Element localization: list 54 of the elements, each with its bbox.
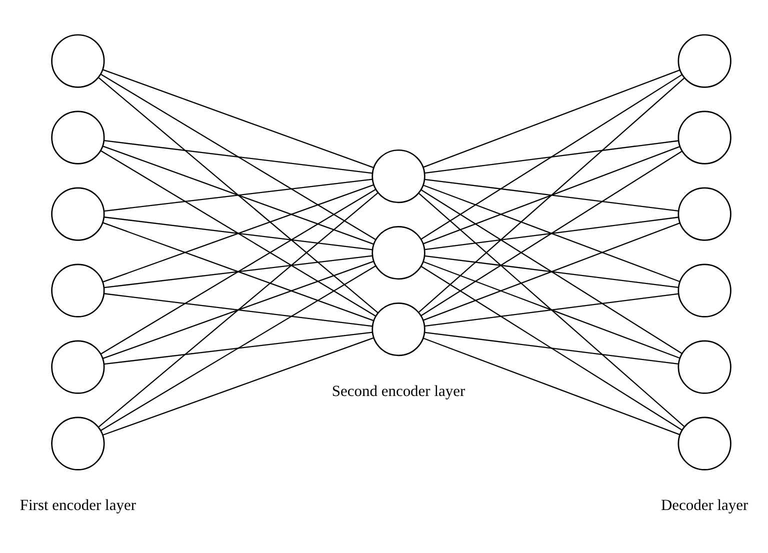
connector	[102, 145, 374, 244]
node-circle	[678, 186, 732, 240]
node-circle	[372, 302, 426, 356]
label: Second encoder layer	[332, 382, 466, 400]
label: Decoder layer	[660, 496, 748, 514]
connector	[104, 140, 372, 174]
node-circle	[678, 416, 732, 470]
node-circle	[51, 34, 105, 88]
node-circle	[678, 340, 732, 394]
connector	[421, 266, 682, 430]
node-circle	[678, 34, 732, 88]
connector	[422, 69, 680, 168]
connector	[422, 222, 680, 320]
connector	[98, 76, 378, 313]
connector	[104, 216, 372, 250]
connector	[102, 222, 374, 321]
connector	[424, 331, 678, 364]
connector	[423, 184, 680, 282]
connector	[423, 260, 680, 358]
connector	[100, 265, 376, 430]
connector	[100, 188, 376, 354]
connector	[421, 74, 682, 239]
connector	[102, 184, 374, 282]
connector	[104, 178, 372, 212]
connector	[422, 146, 680, 244]
node-circle	[51, 186, 105, 240]
connector	[421, 150, 682, 316]
connector	[423, 337, 680, 435]
connector	[424, 216, 678, 250]
connector	[418, 77, 685, 312]
connector	[424, 254, 678, 288]
node-circle	[372, 225, 426, 280]
connector	[98, 192, 378, 427]
connector	[418, 192, 685, 427]
node-circle	[51, 110, 105, 164]
node-circle	[678, 110, 732, 164]
label: First encoder layer	[20, 496, 136, 514]
connector	[424, 292, 678, 326]
node-circle	[51, 263, 105, 317]
connector	[424, 140, 678, 174]
connector	[104, 331, 372, 364]
connector	[424, 178, 678, 211]
connector	[102, 68, 374, 168]
node-circle	[678, 263, 732, 317]
connector	[100, 150, 376, 316]
connector	[104, 292, 372, 326]
node-circle	[372, 148, 426, 203]
connector	[102, 336, 374, 436]
node-circle	[51, 340, 105, 394]
connector	[102, 260, 374, 359]
connector	[100, 73, 376, 240]
connector	[104, 254, 372, 288]
node-circle	[51, 416, 105, 470]
connector	[421, 189, 682, 354]
